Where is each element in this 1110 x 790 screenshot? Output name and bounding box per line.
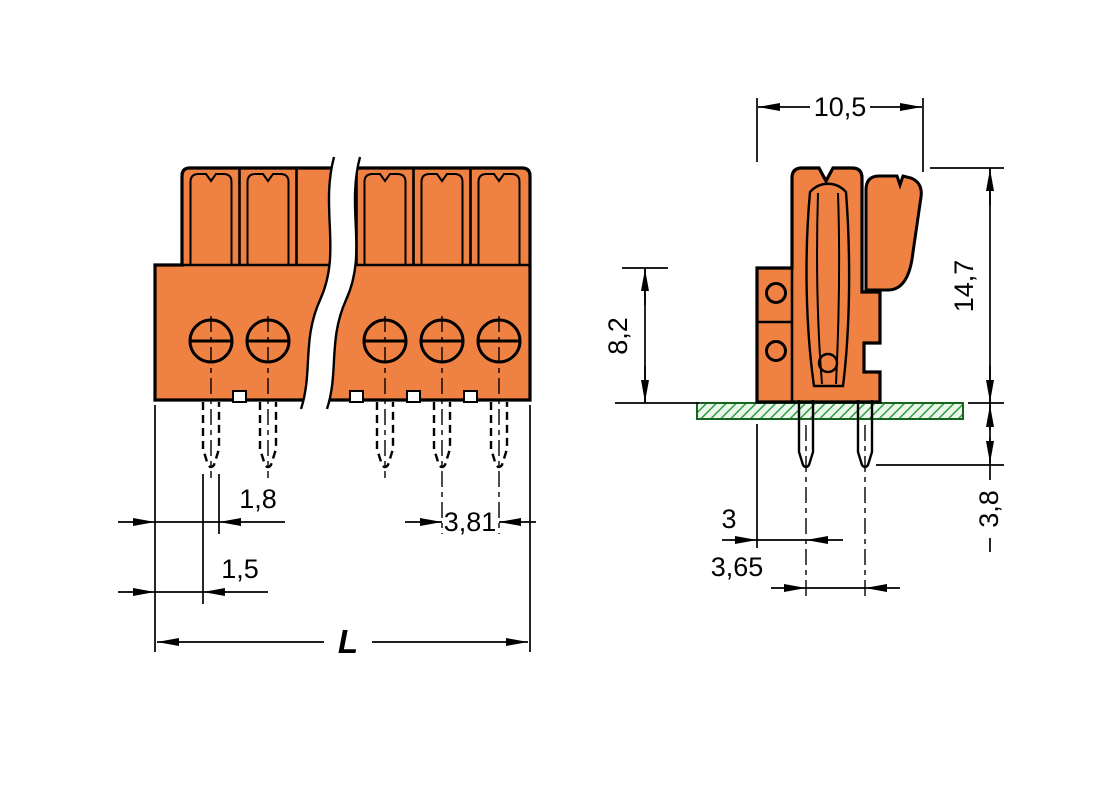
lever-face: [420, 173, 464, 265]
solder-pin-hidden: [432, 402, 452, 469]
dim-label-clamp-height: 8,2: [603, 317, 633, 355]
solder-pin-hidden: [489, 402, 509, 469]
bottom-notch: [406, 390, 421, 403]
dim-label-pitch: 3,81: [444, 507, 497, 537]
side-view: [696, 166, 964, 600]
dim-label-height: 14,7: [949, 260, 979, 313]
dim-label-pin-offset: 3: [721, 504, 736, 534]
latch-lever: [864, 174, 923, 292]
break-curve: [299, 156, 336, 410]
break-curve: [325, 156, 362, 410]
dim-label-offset-a: 1,8: [239, 484, 277, 514]
clamp-spring: [816, 192, 823, 385]
clamp-cavity: [805, 182, 851, 388]
clamp-ball: [817, 352, 839, 374]
side-dimensions: 10,5 14,7 8,2 3 3,65 3,8: [603, 92, 1005, 592]
mounting-hole: [765, 340, 787, 362]
front-dimensions: 1,8 1,5 3,81 L: [118, 405, 536, 660]
bottom-notch: [463, 390, 478, 403]
dim-label-bg: [975, 480, 1005, 538]
solder-pin-hidden: [375, 402, 395, 469]
lever-face: [246, 173, 290, 265]
bottom-notch: [349, 390, 364, 403]
mounting-hole: [765, 282, 787, 304]
lever-face: [363, 173, 407, 265]
dim-label-length: L: [338, 623, 358, 660]
dim-label-pin-length: 3,8: [974, 490, 1004, 528]
front-view: [153, 156, 532, 534]
bottom-notch: [232, 390, 247, 403]
solder-pin-hidden: [201, 402, 221, 469]
dim-label-offset-b: 1,5: [221, 554, 259, 584]
dim-label-row-spacing: 3,65: [711, 552, 764, 582]
dim-label-width: 10,5: [814, 92, 867, 122]
pcb-board: [696, 402, 964, 420]
lever-face: [189, 173, 233, 265]
lever-face: [477, 173, 521, 265]
solder-pin-hidden: [258, 402, 278, 469]
break-mask: [301, 157, 360, 409]
